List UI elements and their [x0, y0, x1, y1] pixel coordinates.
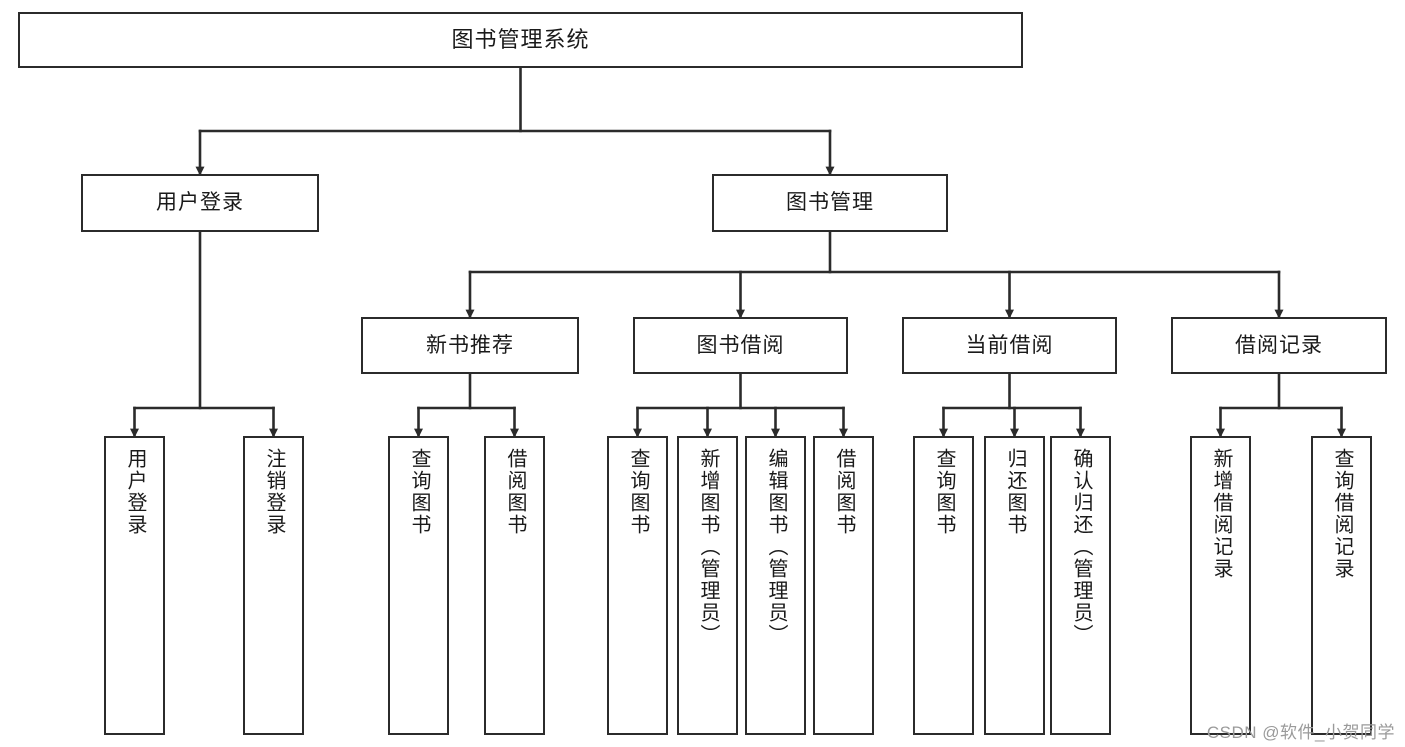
node-leaf-confirm-return-admin[interactable]: 确认归还（管理员）	[1050, 436, 1111, 735]
node-label: 编辑图书（管理员）	[765, 448, 787, 646]
node-label: 确认归还（管理员）	[1070, 448, 1092, 646]
node-label: 新增图书（管理员）	[697, 448, 719, 646]
node-label: 新增借阅记录	[1210, 448, 1232, 580]
node-label: 注销登录	[263, 448, 285, 536]
node-leaf-query-book-borrow[interactable]: 查询图书	[607, 436, 668, 735]
node-leaf-borrow-book-rec[interactable]: 借阅图书	[484, 436, 545, 735]
node-label: 查询图书	[408, 448, 430, 536]
node-leaf-query-book-rec[interactable]: 查询图书	[388, 436, 449, 735]
node-root[interactable]: 图书管理系统	[18, 12, 1023, 68]
watermark-text: CSDN @软件_小贺同学	[1206, 723, 1395, 742]
node-label: 查询图书	[933, 448, 955, 536]
node-leaf-add-book-admin[interactable]: 新增图书（管理员）	[677, 436, 738, 735]
node-leaf-return-book[interactable]: 归还图书	[984, 436, 1045, 735]
node-label: 用户登录	[124, 448, 146, 536]
node-label: 图书管理系统	[451, 26, 590, 52]
node-current-borrow[interactable]: 当前借阅	[902, 317, 1117, 374]
node-label: 借阅图书	[833, 448, 855, 536]
node-book-manage[interactable]: 图书管理	[712, 174, 948, 232]
node-label: 归还图书	[1004, 448, 1026, 536]
node-user-login[interactable]: 用户登录	[81, 174, 319, 232]
node-label: 当前借阅	[965, 333, 1054, 357]
node-leaf-logout[interactable]: 注销登录	[243, 436, 304, 735]
node-label: 借阅图书	[504, 448, 526, 536]
node-leaf-edit-book-admin[interactable]: 编辑图书（管理员）	[745, 436, 806, 735]
node-label: 借阅记录	[1235, 333, 1323, 357]
node-new-book-recommend[interactable]: 新书推荐	[361, 317, 579, 374]
node-leaf-query-book-current[interactable]: 查询图书	[913, 436, 974, 735]
node-label: 查询图书	[627, 448, 649, 536]
node-label: 图书管理	[786, 191, 874, 215]
node-label: 图书借阅	[696, 333, 785, 357]
node-leaf-user-login[interactable]: 用户登录	[104, 436, 165, 735]
node-book-borrow[interactable]: 图书借阅	[633, 317, 848, 374]
node-label: 新书推荐	[426, 333, 514, 357]
node-leaf-add-borrow-record[interactable]: 新增借阅记录	[1190, 436, 1251, 735]
node-label: 查询借阅记录	[1331, 448, 1353, 580]
node-leaf-borrow-book[interactable]: 借阅图书	[813, 436, 874, 735]
node-label: 用户登录	[156, 191, 244, 215]
node-leaf-query-borrow-record[interactable]: 查询借阅记录	[1311, 436, 1372, 735]
node-borrow-record[interactable]: 借阅记录	[1171, 317, 1387, 374]
